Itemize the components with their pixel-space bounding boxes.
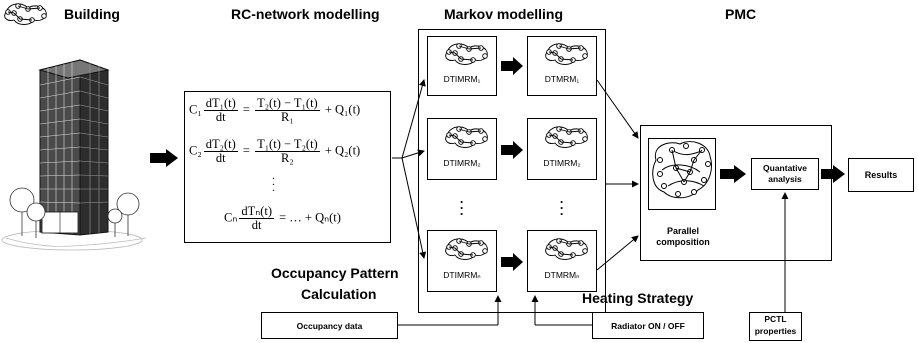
- markov-label-right-1: DTMRM₁: [544, 74, 580, 84]
- markov-box-right-2: [527, 118, 597, 180]
- fanout-arrows: [392, 79, 427, 259]
- markov-label-right-n: DTMRMₙ: [544, 270, 580, 280]
- radiator-arrow: [531, 295, 592, 326]
- block-arrows: [150, 57, 845, 271]
- occupancy-data-label: Occupancy data: [296, 321, 363, 331]
- rc-equations-box: [184, 91, 391, 243]
- header-rc-network: RC-network modelling: [231, 6, 380, 22]
- occupancy-title-line2: Calculation: [301, 286, 377, 302]
- parallel-label-line1: Parallel: [666, 226, 700, 236]
- building-illustration: [1, 59, 147, 251]
- header-markov: Markov modelling: [444, 6, 564, 22]
- pctl-label-line1: PCTL: [764, 314, 787, 324]
- equation-ellipsis: ...: [272, 168, 275, 194]
- eq2-tail: + Q₂(t): [324, 143, 361, 158]
- parallel-label-line2: composition: [656, 237, 710, 247]
- block-arrow-parallel: [720, 165, 746, 183]
- eq2-rhs-den: R₂: [281, 151, 294, 165]
- parallel-graph-icon: [652, 141, 712, 199]
- markov-box-left-2: [427, 118, 497, 180]
- pctl-box: [749, 312, 802, 341]
- eq2-rhs-num: T₁(t) − T₂(t): [255, 137, 320, 152]
- header-building: Building: [64, 6, 120, 22]
- pctl-label-line2: properties: [754, 326, 797, 336]
- eqN-coef: Cₙ: [224, 210, 238, 225]
- block-arrow-results: [821, 165, 845, 183]
- eq1-rhs-den: R₁: [281, 110, 294, 124]
- block-arrow-markov-1: [501, 57, 523, 75]
- header-pmc: PMC: [725, 6, 757, 22]
- heating-title: Heating Strategy: [582, 290, 694, 306]
- markov-ellipsis-right: ...: [560, 191, 564, 218]
- eq1-lhs-num: dT₁(t): [203, 96, 238, 111]
- markov-to-pmc-arrows: [596, 79, 639, 271]
- eq2-lhs-den: dt: [215, 151, 226, 165]
- eq1-coef: C₁: [189, 102, 202, 117]
- eq2-coef: C₂: [189, 143, 202, 158]
- eqN-lhs-num: dTₙ(t): [239, 204, 274, 219]
- markov-label-left-1: DTIMRM₁: [443, 74, 481, 84]
- markov-label-left-2: DTIMRM₂: [443, 158, 481, 168]
- eq1-lhs-den: dt: [215, 110, 226, 124]
- results-box: [848, 158, 914, 192]
- eqN-tail: = … + Qₙ(t): [279, 210, 341, 225]
- markov-ellipsis-left: ...: [460, 191, 464, 218]
- radiator-label: Radiator ON / OFF: [611, 321, 685, 331]
- eq1-tail: + Q₁(t): [324, 102, 361, 117]
- quant-label-line1: Quantative: [763, 163, 807, 173]
- eq1-rhs-num: T₂(t) − T₁(t): [255, 96, 320, 111]
- eq2-lhs-num: dT₂(t): [203, 137, 238, 152]
- occupancy-arrow: [398, 295, 502, 326]
- markov-graph-icon: [4, 3, 47, 25]
- markov-label-left-n: DTIMRMₙ: [443, 270, 481, 280]
- radiator-box: [592, 312, 704, 339]
- markov-box-right-1: [527, 36, 597, 96]
- markov-box-left-1: [427, 36, 497, 96]
- occupancy-data-box: [261, 312, 398, 339]
- markov-box-left-n: [427, 230, 497, 292]
- block-arrow-markov-2: [501, 141, 523, 159]
- results-label: Results: [864, 170, 898, 180]
- eqN-lhs-den: dt: [251, 218, 262, 232]
- markov-label-right-2: DTIMRM₂: [543, 158, 581, 168]
- block-arrow-markov-n: [501, 253, 523, 271]
- block-arrow-building: [150, 149, 178, 167]
- occupancy-title-line1: Occupancy Pattern: [271, 265, 399, 281]
- quant-label-line2: analysis: [768, 174, 802, 184]
- markov-box-right-n: [527, 230, 597, 292]
- quantative-analysis-box: [751, 158, 819, 190]
